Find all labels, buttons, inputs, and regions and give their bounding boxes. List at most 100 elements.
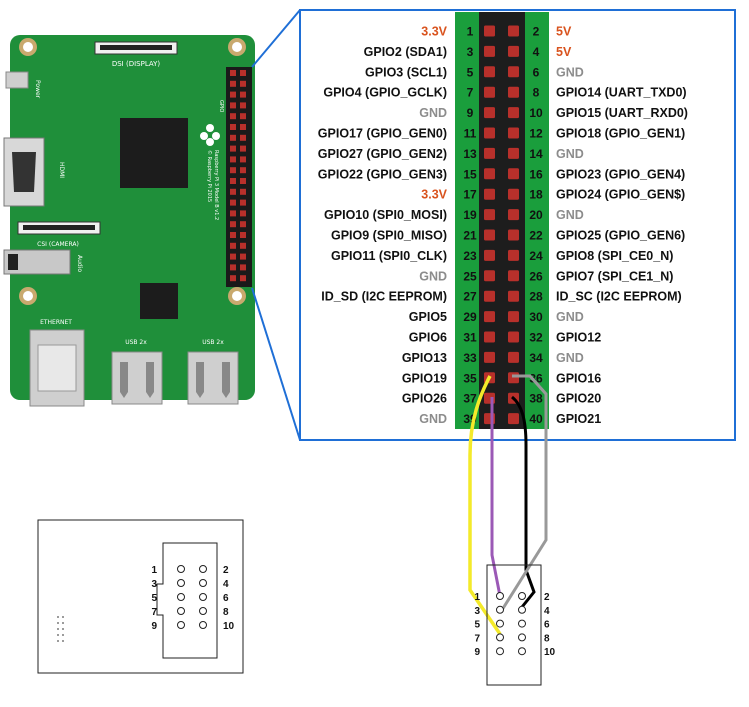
header-pin-24 [508, 249, 519, 261]
header-pin-5 [484, 66, 495, 78]
connector_right-pin-8 [518, 633, 526, 642]
copyright-label: © Raspberry Pi 2015 [206, 150, 213, 202]
header-pin-7 [484, 86, 495, 98]
pin-number-21: 21 [463, 229, 477, 243]
board-pin [230, 145, 236, 152]
pin-number-5: 5 [467, 65, 474, 79]
header-pin-20 [508, 209, 519, 221]
pin-label-31: GPIO6 [409, 331, 447, 345]
ethernet-label: ETHERNET [40, 319, 72, 326]
header-pin-33 [484, 351, 495, 363]
header-pin-22 [508, 229, 519, 241]
pin-number-24: 24 [529, 249, 543, 263]
connector_right-pin-2 [518, 592, 526, 600]
connector_left-pin-number: 7 [151, 607, 157, 618]
board-pin [240, 156, 246, 163]
board-pin [230, 242, 236, 249]
board-pin [240, 134, 246, 141]
pin-number-11: 11 [464, 127, 477, 141]
header-pin-34 [508, 351, 519, 363]
pin-number-38: 38 [529, 392, 543, 406]
connector_right-pin-4 [518, 605, 526, 614]
connector_left-pin-number: 3 [151, 579, 157, 590]
connector_right-pin-3 [496, 605, 504, 614]
pin-number-37: 37 [463, 392, 477, 406]
connector_left-pin-number: 6 [223, 593, 229, 604]
board-pin [240, 210, 246, 217]
usb-controller-chip [140, 283, 178, 319]
pin-label-7: GPIO4 (GPIO_GCLK) [323, 86, 447, 100]
connector_left-pin-6 [199, 593, 207, 601]
pin-number-14: 14 [529, 147, 543, 161]
wires [468, 374, 548, 635]
power-connector [5, 71, 29, 89]
connector_left-pin-4 [199, 579, 207, 587]
pin-number-32: 32 [529, 331, 543, 345]
board-pin [230, 264, 236, 271]
pin-number-19: 19 [463, 208, 477, 222]
pin-number-1: 1 [467, 25, 474, 39]
zoom-line-bottom [251, 287, 301, 441]
board-pin [230, 113, 236, 120]
header-pin-28 [508, 290, 519, 302]
board-pin [240, 253, 246, 260]
pin-number-30: 30 [529, 310, 543, 324]
connector_right-pin-number: 10 [544, 647, 556, 658]
raspberry-logo [200, 124, 220, 146]
pin-number-20: 20 [529, 208, 543, 222]
pin-label-36: GPIO16 [556, 371, 601, 385]
header-pin-1 [484, 25, 495, 37]
connector_left-pin-2 [199, 565, 207, 573]
connector_left-pin-number: 10 [223, 621, 235, 632]
pin-number-28: 28 [529, 290, 543, 304]
pin-number-26: 26 [529, 269, 543, 283]
audio-label: Audio [76, 255, 83, 272]
pin-label-2: 5V [556, 25, 572, 39]
header-pin-32 [508, 331, 519, 343]
header-pin-21 [484, 229, 495, 241]
csi-label: CSI (CAMERA) [37, 241, 79, 248]
pin-label-26: GPIO7 (SPI_CE1_N) [556, 269, 673, 283]
header-pin-19 [484, 209, 495, 221]
pin-number-31: 31 [463, 331, 477, 345]
board-pin [240, 70, 246, 76]
soc-chip [120, 118, 188, 188]
pin-number-8: 8 [533, 86, 540, 100]
connector_right-pin-number: 9 [474, 647, 480, 658]
pin-label-40: GPIO21 [556, 412, 601, 426]
usb-port-2 [187, 351, 239, 405]
board-pin [240, 221, 246, 228]
header-pin-9 [484, 107, 495, 119]
pin-number-13: 13 [463, 147, 477, 161]
pin-number-6: 6 [533, 65, 540, 79]
header-pin-8 [508, 86, 519, 98]
pin-label-30: GND [556, 310, 584, 324]
connector_left-pin-number: 5 [151, 593, 157, 604]
right-connector-shroud [486, 564, 542, 686]
model-label: Raspberry Pi 3 Model B v1.2 [213, 150, 219, 220]
connector_right-pin-9 [496, 647, 504, 656]
header-pin-12 [508, 127, 519, 139]
pin-number-27: 27 [463, 290, 477, 304]
pin-label-21: GPIO9 (SPI0_MISO) [331, 229, 447, 243]
usb-port-1 [111, 351, 163, 405]
pin-number-36: 36 [529, 371, 543, 385]
board-pin [230, 210, 236, 217]
pin-number-3: 3 [467, 45, 474, 59]
board-pin [240, 242, 246, 249]
dsi-label: DSI (DISPLAY) [112, 60, 161, 68]
pin-label-3: GPIO2 (SDA1) [364, 45, 447, 59]
board-pin [240, 264, 246, 271]
board-pin [240, 102, 246, 109]
pin-label-4: 5V [556, 45, 572, 59]
connector_left-pin-5 [177, 593, 185, 601]
connector_right-pin-number: 8 [544, 633, 550, 644]
header-pin-14 [508, 147, 519, 159]
board-pin [230, 188, 236, 195]
connector_right-pin-7 [496, 633, 504, 642]
header-pin-30 [508, 311, 519, 323]
pin-label-12: GPIO18 (GPIO_GEN1) [556, 127, 685, 141]
header-pin-11 [484, 127, 495, 139]
